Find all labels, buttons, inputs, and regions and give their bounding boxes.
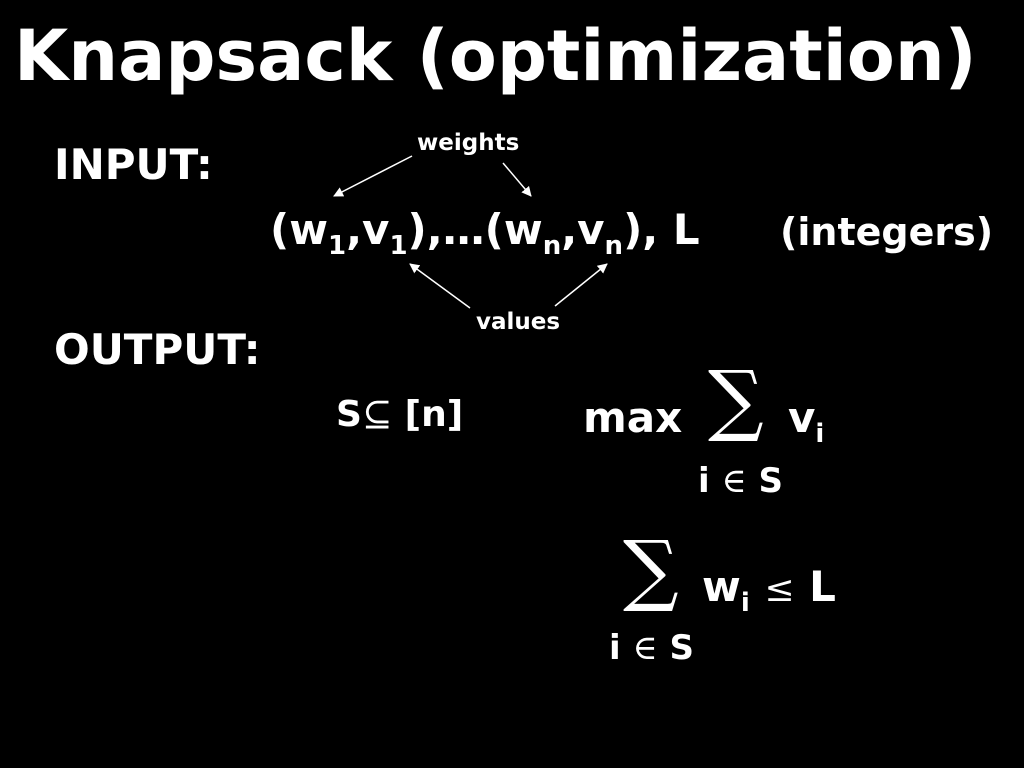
constraint-sum-symbol: ∑: [623, 525, 679, 615]
tuple-subscript: n: [604, 231, 624, 261]
input-label: INPUT:: [54, 140, 213, 189]
objective-sum-symbol: ∑: [708, 355, 764, 445]
element-symbol: ∈: [721, 461, 747, 501]
term-subscript: i: [740, 588, 750, 618]
set-variable: S: [336, 394, 362, 435]
index-set: S: [758, 461, 784, 501]
output-label: OUTPUT:: [54, 325, 261, 374]
tuple-part: ,v: [346, 205, 390, 254]
weights-annotation: weights: [417, 130, 520, 156]
tuple-subscript: 1: [328, 231, 347, 261]
weights-arrow-right: [502, 162, 532, 197]
objective-index: i ∈ S: [698, 461, 783, 501]
index-set: S: [669, 628, 695, 668]
tuple-part: ),…(w: [407, 205, 543, 254]
index-variable: i: [609, 628, 621, 668]
set-range: [n]: [392, 394, 464, 435]
slide-title: Knapsack (optimization): [14, 15, 977, 97]
tuple-part: (w: [270, 205, 328, 254]
term-subscript: i: [815, 419, 825, 449]
constraint-bound: L: [809, 562, 836, 611]
objective-term: vi: [788, 393, 824, 447]
term-variable: v: [788, 393, 816, 442]
objective-max-label: max: [583, 393, 683, 442]
tuple-subscript: 1: [389, 231, 408, 261]
constraint-index: i ∈ S: [609, 628, 694, 668]
values-annotation: values: [476, 309, 561, 335]
tuple-part: ), L: [623, 205, 700, 254]
values-arrow-right: [554, 263, 608, 307]
output-set: S⊆ [n]: [336, 390, 463, 440]
subset-symbol: ⊆: [361, 394, 393, 435]
element-symbol: ∈: [632, 628, 658, 668]
term-variable: w: [702, 562, 741, 611]
leq-symbol: ≤: [764, 569, 795, 610]
tuple-subscript: n: [542, 231, 562, 261]
tuple-part: ,v: [561, 205, 605, 254]
constraint-term: wi ≤ L: [702, 562, 836, 618]
integers-note: (integers): [780, 210, 994, 254]
input-tuple: (w1,v1),…(wn,vn), L: [270, 205, 700, 259]
index-variable: i: [698, 461, 710, 501]
weights-arrow-left: [333, 155, 413, 197]
values-arrow-left: [409, 263, 471, 309]
